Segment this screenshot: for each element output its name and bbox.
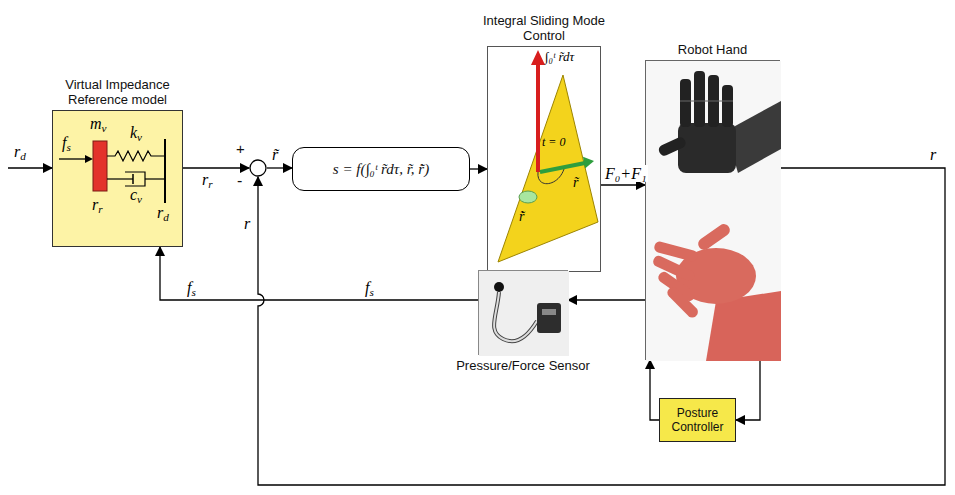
- box-heading: Robot Hand: [638, 42, 788, 57]
- box-text: s = f(∫₀ᵗ r̃dτ, r̃, r̃̇): [333, 160, 429, 178]
- derivative-marker: [519, 191, 537, 203]
- robot-finger: [694, 71, 705, 127]
- subscript: r: [208, 178, 212, 190]
- signal-label: F₀+F₁: [603, 165, 648, 182]
- robot-thumb: [657, 136, 687, 158]
- damper-symbol: cv: [130, 186, 142, 203]
- initial-time-label: t = 0: [542, 134, 565, 151]
- sensor-cable: [494, 292, 537, 341]
- position-symbol: rr: [92, 196, 103, 213]
- sliding-surface-figure: [488, 47, 602, 273]
- integral-axis: [536, 63, 540, 172]
- integral-axis-head: [531, 50, 545, 65]
- junction-circle: [249, 159, 267, 177]
- subscript: d: [20, 150, 26, 162]
- signal-line: [183, 167, 249, 168]
- sensor-box: Pressure/Force Sensor: [478, 270, 568, 355]
- subscript: s: [191, 286, 195, 298]
- subscript: s: [66, 141, 70, 153]
- sign-mark: +: [236, 140, 245, 157]
- sliding-surface-box: s = f(∫₀ᵗ r̃dτ, r̃, r̃̇): [292, 147, 470, 191]
- human-thumb: [696, 222, 732, 252]
- position-symbol: rd: [157, 204, 169, 221]
- input-signal: rd: [14, 143, 26, 160]
- spring-symbol: kv: [130, 124, 142, 141]
- subscript: d: [163, 211, 169, 223]
- signal-line: [267, 167, 292, 168]
- error-axis-head: [583, 157, 594, 169]
- signal-label: fs: [185, 279, 198, 296]
- photo-ground: [479, 271, 569, 356]
- sensor-cable: [494, 292, 537, 341]
- force-symbol: fs: [62, 134, 71, 151]
- force-arrow: [59, 158, 86, 159]
- signal-label: r: [242, 215, 252, 232]
- subscript: v: [137, 193, 142, 205]
- junction-outline: [250, 160, 266, 176]
- signal-line: [568, 299, 645, 300]
- sliding-mode-box: Integral Sliding Mode Control: [487, 46, 601, 272]
- subscript: r: [98, 203, 102, 215]
- mass-block: [93, 141, 107, 191]
- subscript: v: [137, 131, 142, 143]
- sensor-plate: [542, 309, 556, 315]
- damper-piston: [132, 174, 134, 184]
- box-text: Posture Controller: [666, 406, 729, 435]
- damper-link: [145, 178, 165, 179]
- signal-line: [258, 168, 945, 485]
- posture-controller-box: Posture Controller: [659, 398, 736, 442]
- signal-line: [160, 247, 478, 300]
- signal-label: rr: [200, 171, 215, 188]
- sign-mark: -: [237, 172, 242, 189]
- output-signal: r: [930, 146, 936, 163]
- damper-rod: [107, 178, 133, 179]
- spring-symbol: [107, 151, 165, 161]
- error-axis: [540, 163, 585, 172]
- human-finger: [665, 285, 700, 320]
- robot-palm: [678, 123, 736, 173]
- photo-ground: [646, 61, 781, 361]
- signal-line: [650, 360, 659, 420]
- summing-junction: +-: [249, 159, 267, 177]
- subscript: s: [369, 286, 373, 298]
- robot-hand-photo: [646, 61, 781, 361]
- reference-model-box: Virtual Impedance Reference model: [52, 110, 183, 247]
- robot-joint: [680, 101, 733, 102]
- signal-line: [736, 360, 760, 420]
- box-heading: Pressure/Force Sensor: [443, 358, 603, 373]
- subscript: v: [102, 122, 107, 134]
- sliding-surface: [498, 75, 598, 262]
- force-arrow-head: [85, 155, 93, 163]
- sensor-unit: [537, 303, 561, 333]
- damper-cylinder: [125, 172, 145, 186]
- error-axis-label: r̃: [573, 174, 578, 191]
- signal-line: [470, 168, 487, 169]
- force-signal: fs: [365, 279, 374, 296]
- robot-finger: [680, 79, 691, 127]
- mass-symbol: mv: [90, 115, 107, 132]
- box-heading: Integral Sliding Mode Control: [469, 13, 619, 43]
- sensor-pad: [494, 282, 504, 292]
- signal-label: r̃: [270, 146, 280, 163]
- wall: [164, 139, 166, 203]
- robot-finger: [722, 85, 733, 127]
- box-heading: Virtual Impedance Reference model: [38, 77, 198, 107]
- mass-spring-damper: [53, 111, 184, 248]
- integral-axis-label: ∫₀ᵗ r̃dτ: [545, 48, 574, 65]
- derivative-axis-label: r̃̇: [519, 208, 524, 225]
- signal-line: [601, 184, 645, 185]
- input-arrow: [8, 167, 52, 168]
- sensor-photo: [479, 271, 569, 356]
- robot-hand-box: Robot Hand: [645, 60, 780, 360]
